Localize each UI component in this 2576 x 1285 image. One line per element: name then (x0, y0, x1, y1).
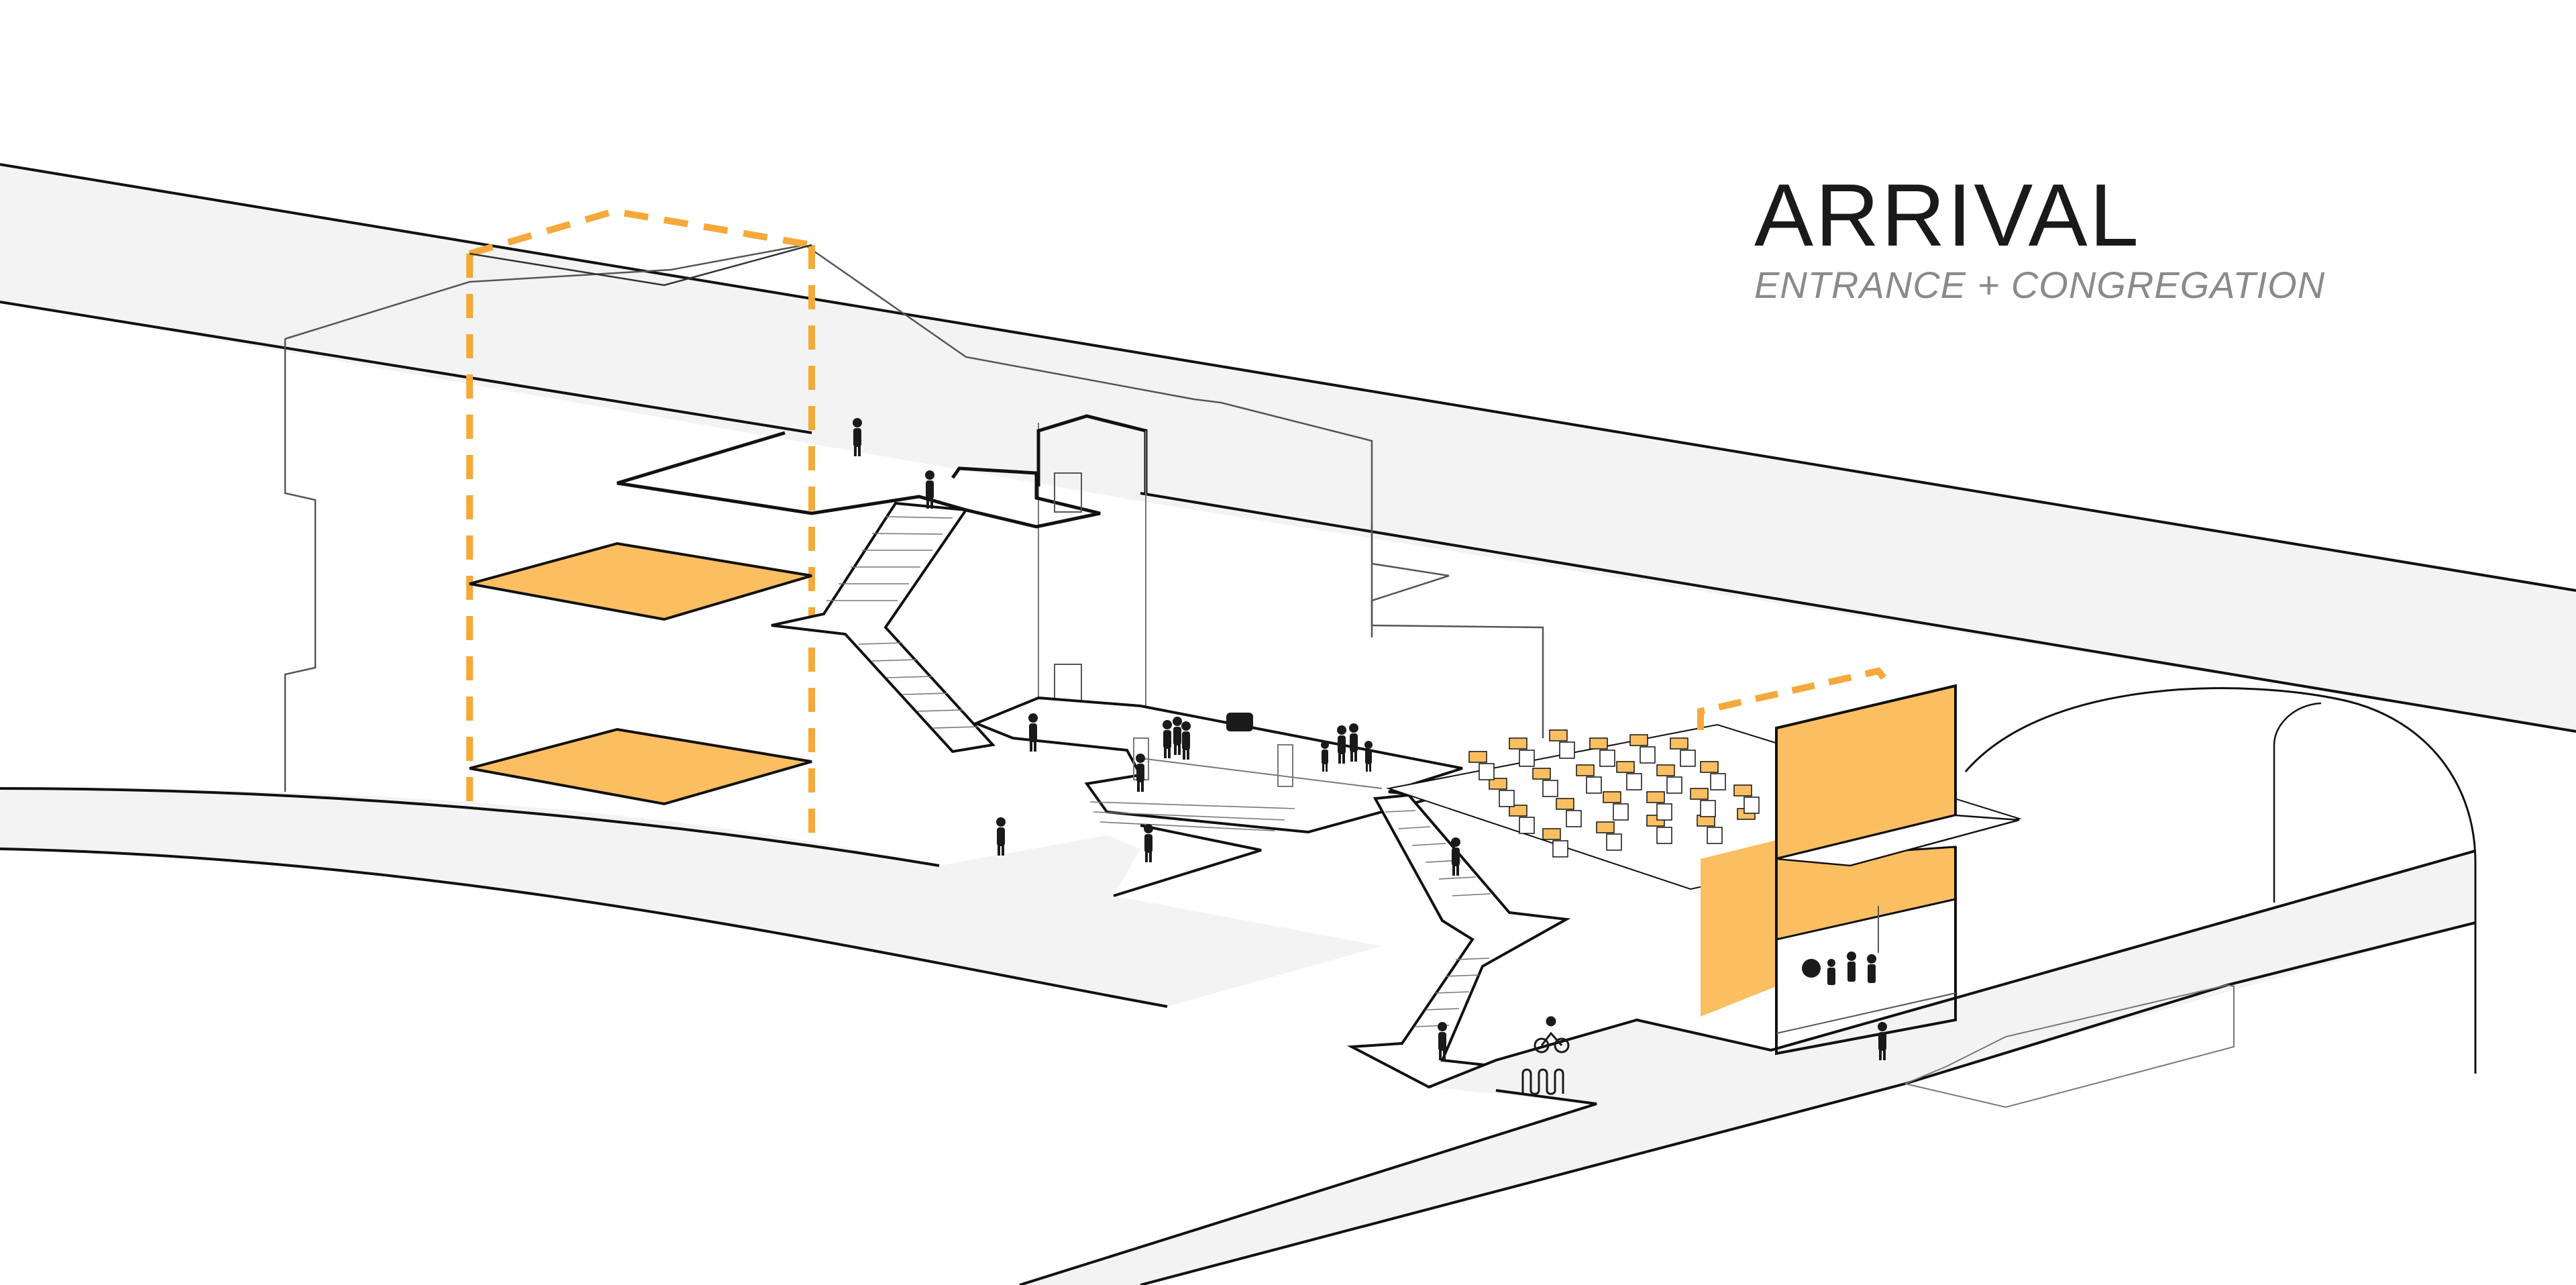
ground-plane (0, 787, 1382, 1008)
people-figures (853, 418, 1887, 1060)
upper-landing (616, 431, 1101, 529)
page-title: ARRIVAL (1754, 166, 2141, 264)
title-block: ARRIVAL ENTRANCE + CONGREGATION (1754, 171, 2325, 304)
person-figure (1364, 741, 1373, 772)
dashed-volume-left (466, 207, 815, 845)
reception-desk (1226, 713, 1253, 731)
person-figure (1163, 720, 1172, 758)
tunnel-arch (1964, 687, 2477, 1074)
upper-deck (0, 163, 2576, 733)
person-figure (1451, 837, 1460, 876)
person-figure (1321, 741, 1329, 772)
lower-street (1019, 850, 2476, 1285)
person-figure (996, 817, 1006, 856)
person-figure (853, 418, 862, 456)
page-subtitle: ENTRANCE + CONGREGATION (1754, 264, 2326, 306)
person-figure (1144, 824, 1153, 862)
person-figure (925, 470, 934, 509)
upper-stair (771, 501, 996, 754)
person-figure (1181, 721, 1191, 760)
person-figure (1136, 754, 1145, 792)
person-figure (1438, 1022, 1447, 1060)
band-performers (1802, 952, 1876, 985)
person-figure (1349, 723, 1358, 762)
person-figure (1878, 1022, 1887, 1060)
person-figure (1173, 717, 1182, 755)
person-figure (1028, 713, 1038, 752)
middle-plaza (972, 696, 1463, 897)
bike-rack (1521, 1068, 1564, 1095)
bicycle-figure (1534, 1016, 1570, 1053)
person-figure (1337, 725, 1346, 764)
stage-building (1697, 667, 2020, 1056)
